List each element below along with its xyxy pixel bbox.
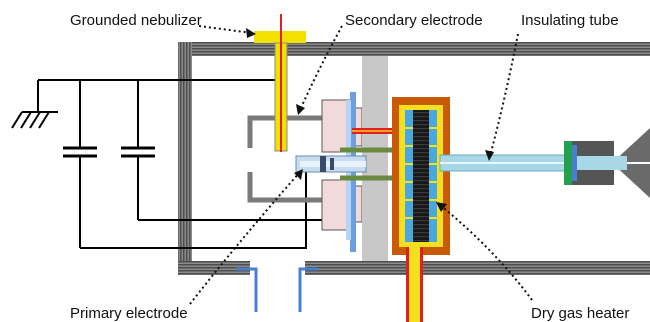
- pointer-arrowheads: [246, 28, 494, 212]
- ms-inlet-blue-ring: [572, 145, 577, 181]
- heater-fins: [405, 127, 437, 219]
- lower-electrode-bracket: [247, 172, 275, 203]
- ms-inlet: [564, 128, 650, 198]
- pointer-grounded-nebulizer: [198, 25, 253, 34]
- gas-lines: [340, 128, 398, 181]
- label-pointers: [189, 25, 533, 305]
- bottom-port-left-bracket: [236, 267, 258, 312]
- insulating-tube: [439, 154, 566, 172]
- arrowhead-dry-gas-heater: [436, 202, 447, 212]
- upper-electrode-bracket: [247, 115, 275, 148]
- housing-top-wall: [178, 42, 650, 56]
- ms-inlet-bore: [577, 156, 627, 170]
- arrowhead-primary-electrode: [294, 169, 303, 180]
- dry-gas-heater: [392, 97, 450, 322]
- capillary-dark-ring: [330, 158, 334, 170]
- heater-gas-outlet-edge-right: [420, 247, 423, 322]
- housing: [178, 42, 650, 275]
- housing-bottom-wall-right: [305, 261, 650, 275]
- heater-gas-outlet-edge-left: [406, 247, 409, 322]
- capillary-dark-ring: [320, 156, 326, 172]
- primary-electrode-wire: [80, 172, 307, 249]
- capacitor-icon: [63, 80, 97, 248]
- housing-left-wall: [178, 42, 192, 274]
- label-primary-electrode: Primary electrode: [70, 305, 188, 322]
- secondary-electrode-wire: [138, 192, 327, 221]
- arrowhead-secondary-electrode: [296, 104, 305, 115]
- label-dry-gas-heater: Dry gas heater: [531, 305, 629, 322]
- grounded-nebulizer: [254, 14, 306, 152]
- pointer-dry-gas-heater: [439, 204, 533, 301]
- label-insulating-tube: Insulating tube: [521, 12, 619, 29]
- capacitor-icon: [121, 80, 155, 220]
- bottom-port: [236, 267, 318, 312]
- ms-inlet-green-cap: [564, 141, 572, 185]
- housing-bottom-wall-left: [178, 261, 250, 275]
- capillary-assembly: [295, 155, 367, 173]
- pointer-primary-electrode: [189, 171, 301, 305]
- ground-symbol-icon: [11, 111, 58, 129]
- arrowhead-grounded-nebulizer: [246, 28, 256, 38]
- heater-gas-outlet-tube: [408, 247, 421, 322]
- heater-coil-core: [413, 110, 429, 242]
- label-grounded-nebulizer: Grounded nebulizer: [70, 12, 202, 29]
- label-secondary-electrode: Secondary electrode: [345, 12, 483, 29]
- bottom-port-right-bracket: [298, 267, 318, 312]
- pointer-secondary-electrode: [299, 25, 343, 111]
- arrowhead-insulating-tube: [485, 150, 494, 161]
